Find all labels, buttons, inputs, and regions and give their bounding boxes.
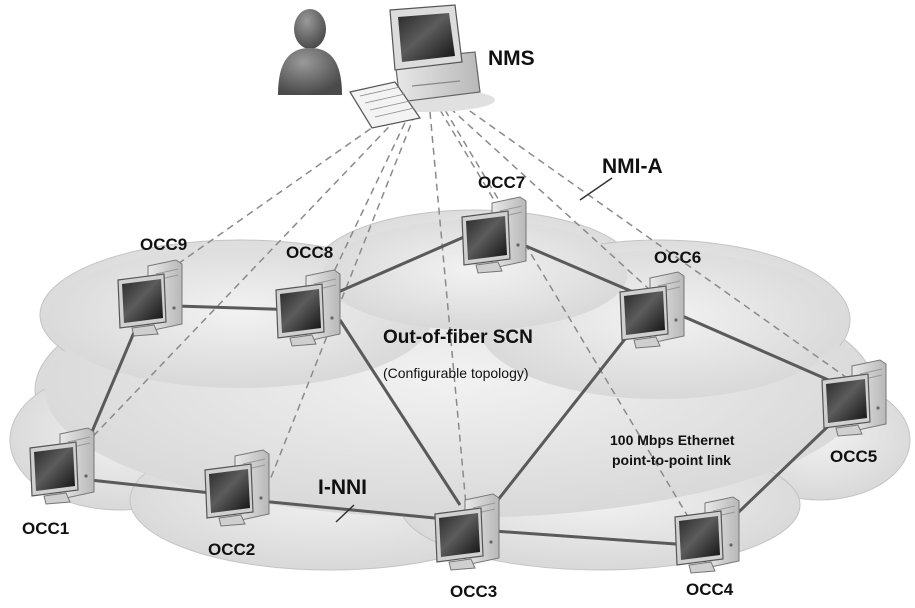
nmi-a-links [79,103,851,521]
occ3-label: OCC3 [450,582,497,601]
occ4-label: OCC4 [686,580,734,599]
occ2-label: OCC2 [208,540,255,559]
cloud-title: Out-of-fiber SCN [383,327,533,348]
occ5-label: OCC5 [830,447,877,466]
nmi-a-label: NMI-A [602,155,663,178]
nms-label: NMS [488,47,535,70]
link-note-line2: point-to-point link [612,452,731,468]
nms-computer-icon [349,4,495,129]
occ7-label: OCC7 [478,173,525,192]
cloud-subtitle: (Configurable topology) [383,365,529,381]
nmi-a-pointer [579,177,613,201]
operator-person-icon [278,9,342,95]
occ9-label: OCC9 [140,235,187,254]
occ1-label: OCC1 [22,519,69,538]
occ6-label: OCC6 [654,248,701,267]
inni-label: I-NNI [318,476,367,499]
occ8-label: OCC8 [286,243,333,262]
inni-pointer [335,504,355,523]
occ7-node[interactable] [461,196,527,274]
link-note-line1: 100 Mbps Ethernet [610,432,735,448]
